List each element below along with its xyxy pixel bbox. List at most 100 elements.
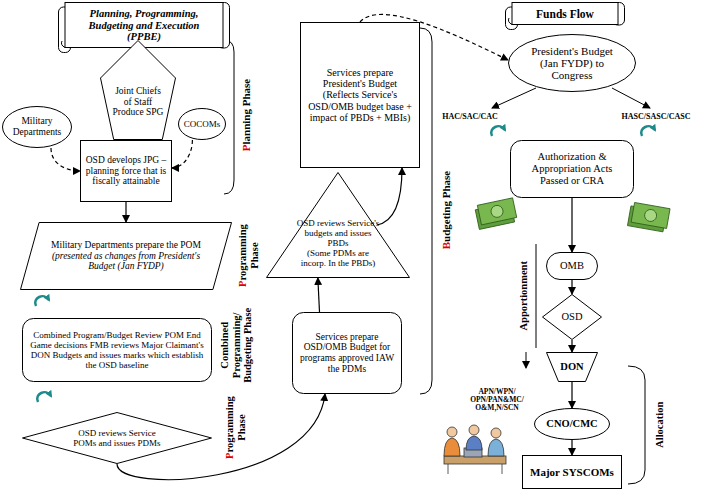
text-stack: OSD develops JPG – planning force that i… (85, 155, 167, 187)
phase-label: Budgeting Phase (440, 155, 452, 265)
text-area: Services prepare OSD/OMB Budget for prog… (298, 317, 396, 389)
text-area: Planning, Programming, Budgeting and Exe… (74, 6, 214, 45)
committee-label: HASC/SASC/CASC (615, 113, 697, 122)
phase-label: Planning Phase (240, 69, 252, 161)
node-text: COCOMs (181, 119, 223, 129)
node-text: Services prepare President's Budget (306, 67, 414, 89)
text-stack: Joint Chiefs of Staff Produce SPG (112, 86, 164, 118)
triangle-box: OSD reviews Service's budgets and issues… (266, 172, 410, 278)
node-text: OMB (550, 260, 594, 272)
text-stack: COCOMs (181, 119, 223, 129)
oval-box: President's Budget (Jan FYDP) to Congres… (508, 34, 636, 92)
text-area: Authorization & Appropriation Acts Passe… (518, 146, 626, 192)
node-text: Planning, Programming, Budgeting and Exe… (74, 8, 214, 43)
rounded-box: Authorization & Appropriation Acts Passe… (510, 140, 634, 198)
people-illustration (444, 425, 506, 474)
text-stack: Authorization & Appropriation Acts Passe… (518, 151, 626, 186)
trapezoid-box: DON (546, 352, 598, 382)
phase-label: Programming Phase (237, 222, 260, 290)
node-text: OSD reviews Service POMs and issues PDMs (70, 428, 164, 448)
text-stack: Major SYSCOMs (526, 466, 618, 478)
flow-label: Apportionment (518, 250, 530, 342)
text-area: OSD (554, 306, 590, 328)
flow-arrow (125, 202, 126, 222)
text-area: OSD reviews Service's budgets and issues… (294, 212, 382, 274)
node-text: OSD (554, 311, 590, 323)
text-area: Combined Program/Budget Review POM End G… (29, 323, 205, 377)
node-text: DON (554, 361, 590, 373)
node-text: President's Budget (Jan FYDP) to Congres… (524, 45, 620, 82)
text-stack: Military Departments (10, 116, 64, 137)
text-area: President's Budget (Jan FYDP) to Congres… (524, 42, 620, 84)
oval-box: COCOMs (178, 108, 226, 140)
process-box: OSD develops JPG – planning force that i… (80, 140, 172, 202)
node-text: OSD develops JPG – planning force that i… (85, 155, 167, 187)
phase-label: Programming Phase (224, 394, 247, 462)
oval-box: Military Departments (2, 106, 72, 148)
node-text: Joint Chiefs of Staff Produce SPG (112, 86, 164, 118)
text-stack: DON (554, 361, 590, 373)
node-note: (Some PDMs are incorp. In the PBDs) (294, 248, 382, 268)
flow-arrow (571, 382, 572, 408)
account-label: APN/WPN/ OPN/PAN&MC/ O&M,N/SCN (464, 388, 530, 413)
text-area: Services prepare President's Budget(Refl… (306, 28, 414, 162)
text-stack: CNO/CMC (540, 418, 604, 430)
text-stack: Funds Flow (521, 8, 609, 21)
process-box: Major SYSCOMs (522, 455, 622, 489)
phase-bracket (224, 28, 645, 484)
node-text: OSD reviews Service's budgets and issues… (294, 218, 382, 248)
flow-arrow (571, 340, 572, 352)
flow-arrow (571, 198, 572, 252)
oval-box: CNO/CMC (534, 408, 610, 440)
text-stack: OSD (554, 311, 590, 323)
text-area: OSD reviews Service POMs and issues PDMs (70, 422, 164, 454)
committee-label: HAC/SAC/CAC (430, 113, 510, 122)
flow-arrow (318, 278, 320, 312)
text-area: COCOMs (181, 112, 223, 136)
text-area: OMB (550, 255, 594, 277)
flow-label: Allocation (654, 390, 666, 460)
decision-diamond: OSD reviews Service POMs and issues PDMs (22, 412, 212, 464)
text-stack: Combined Program/Budget Review POM End G… (29, 330, 205, 370)
node-note: (Reflects Service's OSD/OMB budget base … (306, 89, 414, 123)
node-text: Services prepare OSD/OMB Budget for prog… (298, 332, 396, 375)
apportionment-arrow (526, 352, 527, 368)
dashed-connector (172, 140, 192, 168)
text-area: Joint Chiefs of Staff Produce SPG (112, 70, 164, 134)
text-stack: President's Budget (Jan FYDP) to Congres… (524, 45, 620, 82)
text-area: OSD develops JPG – planning force that i… (85, 144, 167, 198)
pill-box: OMB (546, 252, 598, 280)
text-stack: Services prepare OSD/OMB Budget for prog… (298, 332, 396, 375)
node-text: Major SYSCOMs (526, 466, 618, 478)
text-stack: Planning, Programming, Budgeting and Exe… (74, 8, 214, 43)
process-box: Services prepare President's Budget(Refl… (300, 22, 420, 168)
rounded-box: Services prepare OSD/OMB Budget for prog… (292, 312, 402, 394)
text-stack: Military Departments prepare the POM(pre… (42, 240, 210, 272)
text-area: Funds Flow (521, 6, 609, 22)
phase-label: Combined Programming/ Budgeting Phase (219, 300, 254, 390)
node-text: Funds Flow (521, 8, 609, 21)
decision-diamond: OSD (542, 294, 602, 340)
parallelogram-box: Military Departments prepare the POM(pre… (20, 222, 232, 290)
node-note: (presented as changes from President's B… (42, 251, 210, 272)
text-area: Military Departments (10, 110, 64, 144)
text-area: Major SYSCOMs (526, 458, 618, 486)
flow-arrow (571, 280, 572, 294)
text-stack: OMB (550, 260, 594, 272)
node-text: CNO/CMC (540, 418, 604, 430)
pentagon-box: Joint Chiefs of Staff Produce SPG (100, 40, 176, 140)
node-text: Military Departments prepare the POM (42, 240, 210, 251)
text-stack: OSD reviews Service POMs and issues PDMs (70, 428, 164, 448)
node-text: Authorization & Appropriation Acts Passe… (518, 151, 626, 186)
node-text: Military Departments (10, 116, 64, 137)
dashed-connector (51, 148, 80, 171)
rounded-box: Combined Program/Budget Review POM End G… (22, 318, 212, 382)
text-area: DON (554, 355, 590, 379)
text-area: CNO/CMC (540, 411, 604, 437)
title-banner: Funds Flow (505, 2, 625, 30)
text-stack: OSD reviews Service's budgets and issues… (294, 218, 382, 268)
title-banner: Planning, Programming, Budgeting and Exe… (58, 2, 230, 53)
